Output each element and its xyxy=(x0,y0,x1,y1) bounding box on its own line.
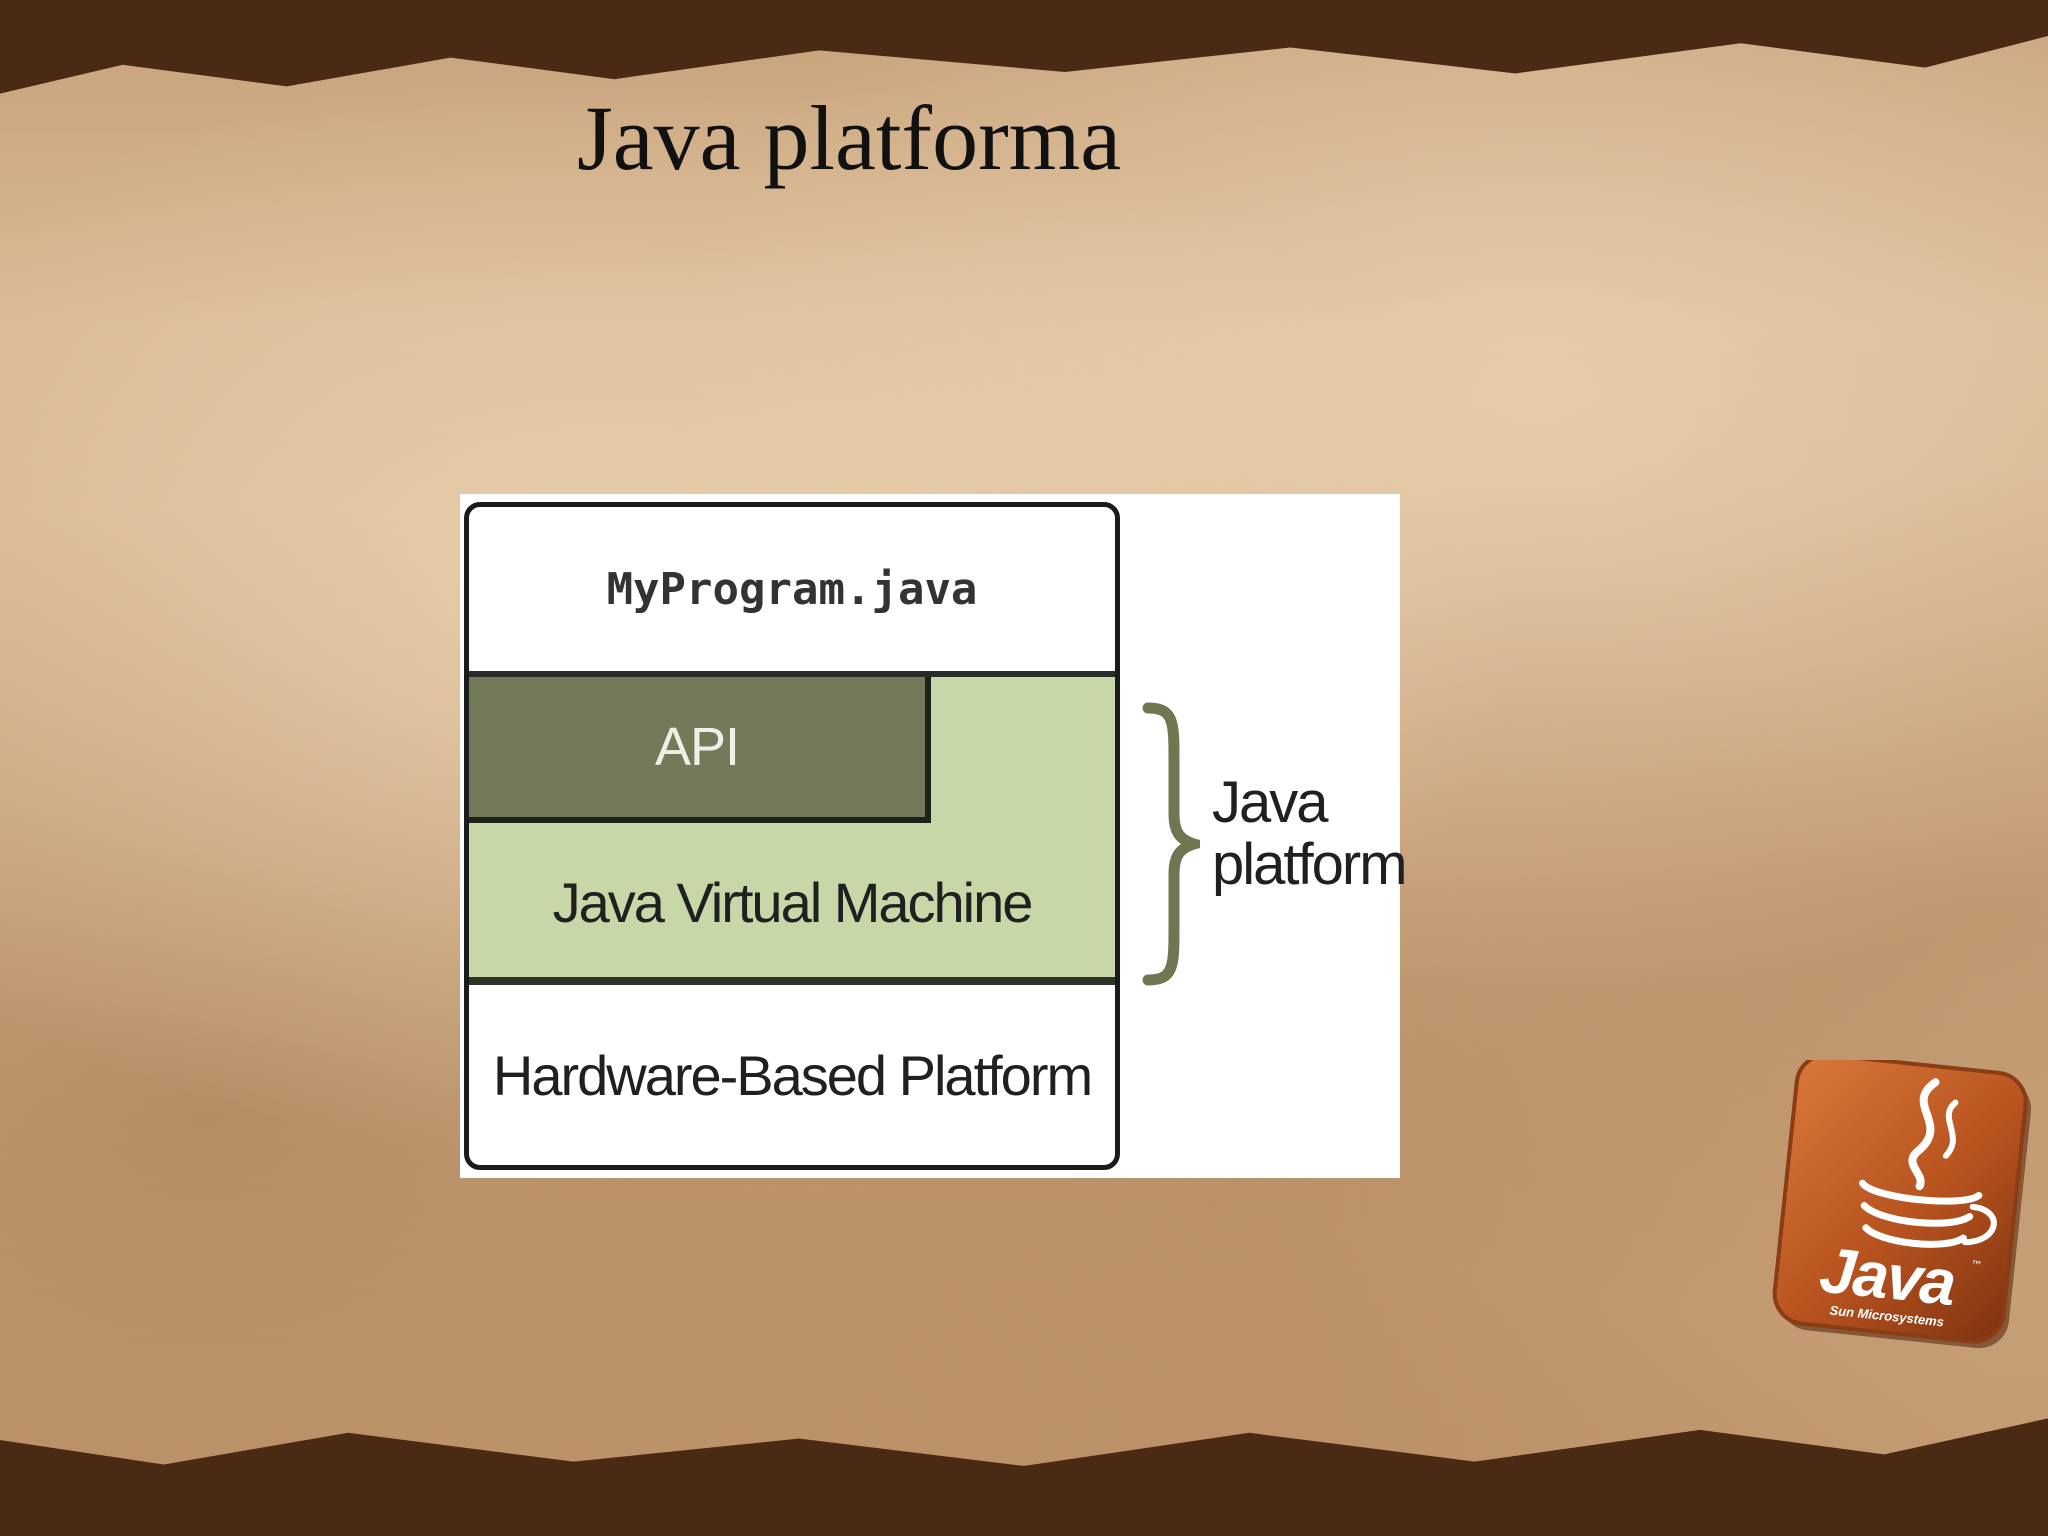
logo-wordmark: Java xyxy=(1816,1233,1958,1319)
bracket-label-line1: Java xyxy=(1212,770,1329,835)
java-logo: Java ™ Sun Microsystems xyxy=(1772,1060,2032,1349)
layer-jvm: Java Virtual Machine xyxy=(469,832,1115,972)
java-platform-bracket-label: Java platform xyxy=(1212,770,1408,897)
logo-trademark: ™ xyxy=(1970,1258,1983,1273)
layer-stack: MyProgram.java API Java Virtual Machine … xyxy=(464,502,1120,1170)
hardware-label: Hardware-Based Platform xyxy=(492,1043,1093,1107)
api-label: API xyxy=(654,717,740,777)
layer-api: API xyxy=(469,677,931,823)
curly-brace-icon xyxy=(1142,702,1200,986)
bracket-label-line2: platform xyxy=(1212,832,1408,897)
coffee-cup-icon xyxy=(1859,1078,1997,1248)
java-platform-diagram: MyProgram.java API Java Virtual Machine … xyxy=(460,494,1408,1178)
program-label: MyProgram.java xyxy=(606,563,978,615)
slide-title: Java platforma xyxy=(577,87,1122,189)
layer-java-platform: API Java Virtual Machine xyxy=(469,677,1115,985)
layer-hardware: Hardware-Based Platform xyxy=(469,985,1115,1165)
jvm-label: Java Virtual Machine xyxy=(552,870,1034,934)
layer-program: MyProgram.java xyxy=(469,507,1115,677)
